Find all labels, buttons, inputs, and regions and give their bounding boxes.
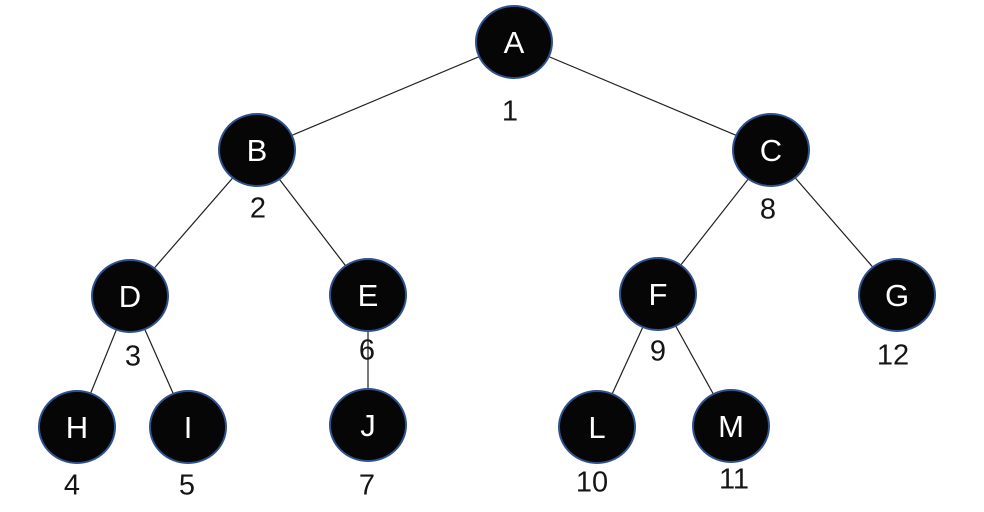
edge-c-g <box>770 149 898 296</box>
edge-f-m <box>657 293 732 427</box>
edge-d-i <box>129 295 189 428</box>
edge-b-d <box>129 149 258 297</box>
edge-a-c <box>513 41 772 151</box>
edge-c-f <box>657 149 772 295</box>
edge-d-h <box>76 295 131 428</box>
edge-a-b <box>256 41 515 151</box>
edge-b-e <box>256 149 369 296</box>
edge-f-l <box>596 293 659 428</box>
